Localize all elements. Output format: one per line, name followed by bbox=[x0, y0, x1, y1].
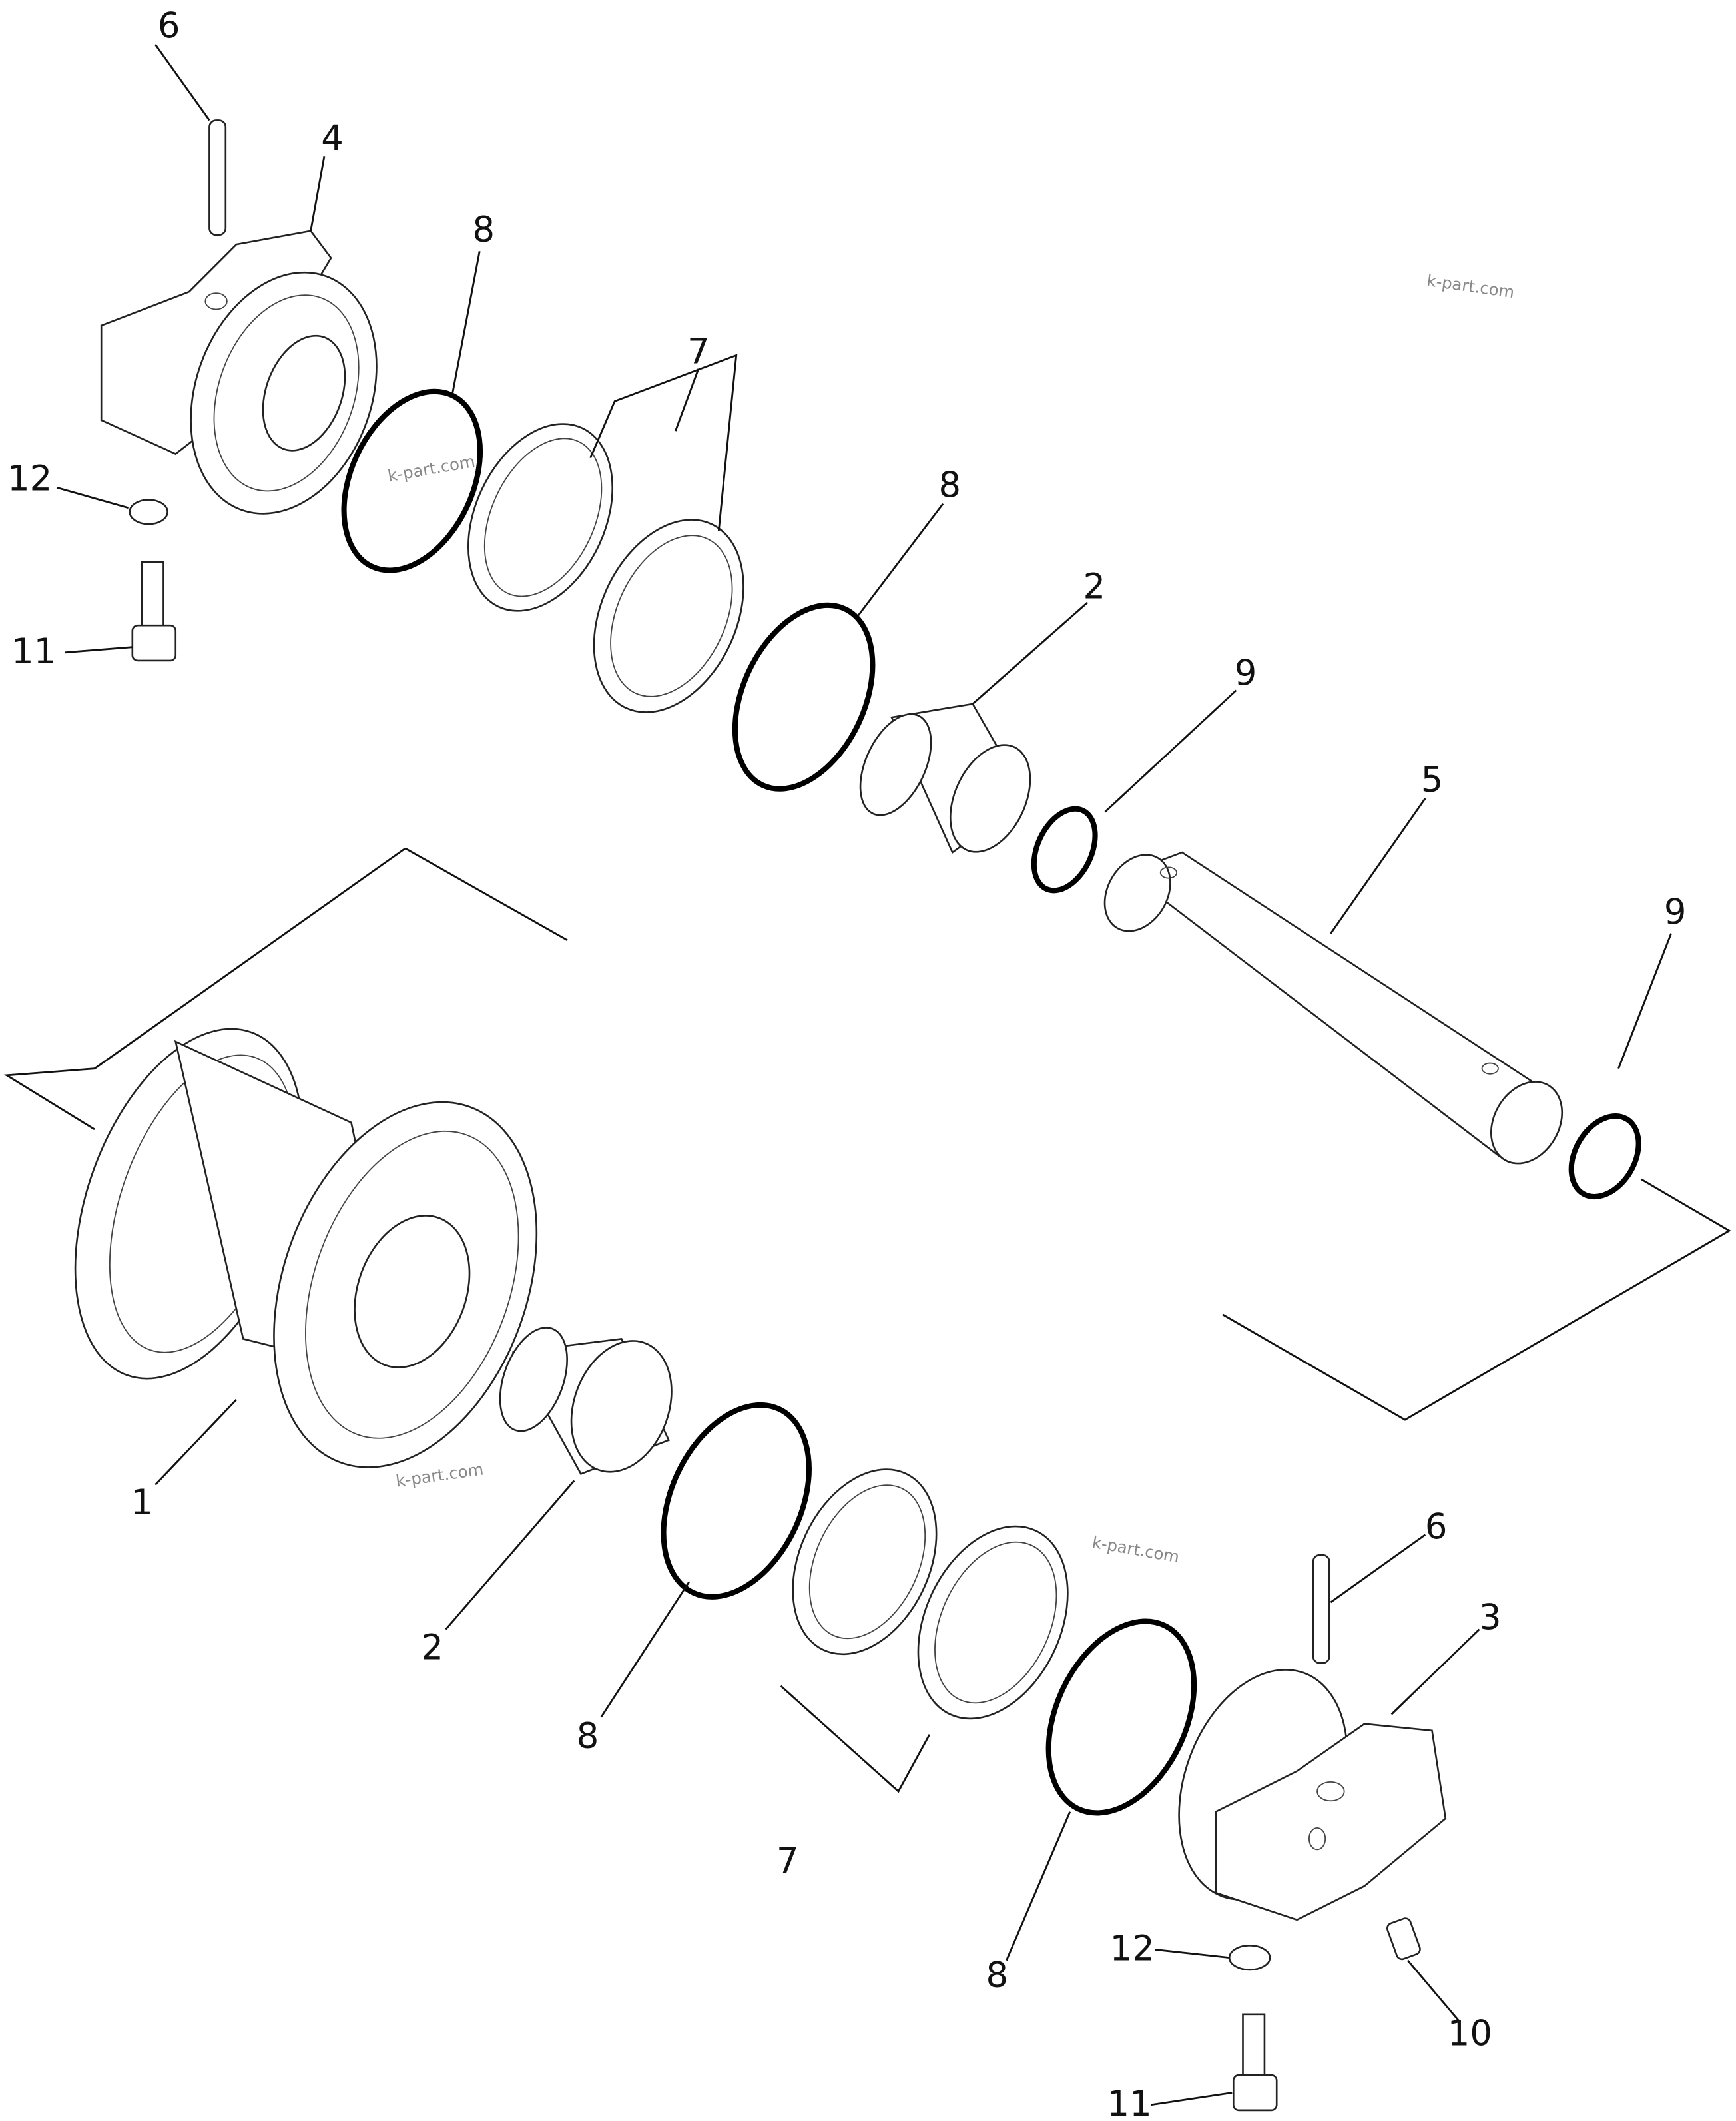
callout-12: 12 bbox=[7, 458, 52, 499]
bushing-part-2-lower bbox=[499, 1327, 673, 1475]
pin-part-6-lower bbox=[1312, 1554, 1330, 1664]
callout-4: 4 bbox=[321, 118, 344, 158]
watermark: k-part.com bbox=[1426, 270, 1516, 302]
watermark: k-part.com bbox=[386, 452, 476, 486]
pin-part-6-upper bbox=[208, 119, 227, 236]
callout-6: 6 bbox=[1425, 1507, 1448, 1548]
leader-line-10 bbox=[1406, 1959, 1460, 2022]
callout-8: 8 bbox=[986, 1955, 1008, 1996]
callout-8: 8 bbox=[473, 210, 495, 250]
o-ring-part-8-a bbox=[341, 388, 483, 573]
callout-11: 11 bbox=[1107, 2084, 1152, 2121]
o-ring-part-8-d bbox=[1045, 1618, 1197, 1816]
callout-2: 2 bbox=[421, 1627, 443, 1667]
callout-11: 11 bbox=[11, 631, 56, 672]
leader-line-12 bbox=[56, 486, 129, 509]
leader-line-11 bbox=[1151, 2092, 1233, 2106]
fitting-part-10 bbox=[1386, 1917, 1421, 1961]
leader-line-2 bbox=[972, 601, 1089, 705]
leader-line-5 bbox=[1330, 798, 1426, 934]
leader-line-3 bbox=[1390, 1628, 1480, 1715]
callout-7: 7 bbox=[776, 1841, 799, 1881]
leader-line-8 bbox=[451, 250, 481, 394]
washer-part-12-upper bbox=[129, 499, 168, 525]
leader-line-9 bbox=[1617, 933, 1672, 1069]
callout-9: 9 bbox=[1664, 892, 1687, 933]
callout-10: 10 bbox=[1448, 2013, 1492, 2054]
leader-line-2 bbox=[445, 1480, 575, 1630]
leader-line-6 bbox=[154, 44, 210, 121]
callout-5: 5 bbox=[1421, 760, 1444, 800]
callout-2: 2 bbox=[1083, 567, 1106, 607]
leader-lines bbox=[3, 44, 1731, 2106]
leader-line-1 bbox=[154, 1398, 238, 1486]
watermark: k-part.com bbox=[395, 1459, 485, 1490]
callout-9: 9 bbox=[1235, 653, 1257, 693]
leader-line-8 bbox=[1006, 1811, 1071, 1961]
seal-part-7-a bbox=[467, 423, 744, 713]
callout-7: 7 bbox=[687, 332, 710, 372]
callout-8: 8 bbox=[938, 465, 961, 505]
callout-3: 3 bbox=[1479, 1598, 1502, 1638]
leader-line-8 bbox=[600, 1581, 690, 1718]
callout-12: 12 bbox=[1110, 1929, 1155, 1969]
leader-line-9 bbox=[1104, 689, 1237, 813]
watermark: k-part.com bbox=[1091, 1532, 1181, 1567]
roller-part-1 bbox=[74, 1028, 538, 1468]
leader-line-8 bbox=[857, 503, 944, 617]
callout-8: 8 bbox=[577, 1716, 599, 1757]
callout-1: 1 bbox=[131, 1482, 153, 1523]
seal-part-7-b bbox=[792, 1468, 1069, 1720]
leader-line-4 bbox=[310, 156, 326, 232]
bracket-part-3 bbox=[1178, 1669, 1447, 1921]
leader-line-7 bbox=[675, 368, 700, 432]
parts bbox=[74, 119, 1641, 2112]
leader-line-6 bbox=[1330, 1534, 1426, 1604]
callout-6: 6 bbox=[158, 6, 180, 47]
shaft-part-5 bbox=[1103, 851, 1564, 1165]
washer-part-12-lower bbox=[1228, 1945, 1271, 1971]
bushing-part-2-upper bbox=[859, 703, 1031, 854]
o-ring-part-9-b bbox=[1568, 1113, 1641, 1200]
bolt-part-11-lower bbox=[1232, 2013, 1278, 2112]
bracket-part-4 bbox=[100, 230, 378, 515]
bolt-part-11-upper bbox=[131, 561, 177, 662]
o-ring-part-8-c bbox=[661, 1402, 812, 1600]
leader-line-12 bbox=[1155, 1949, 1230, 1959]
o-ring-part-9-a bbox=[1031, 806, 1098, 894]
leader-line-11 bbox=[65, 646, 133, 654]
o-ring-part-8-b bbox=[732, 602, 876, 792]
